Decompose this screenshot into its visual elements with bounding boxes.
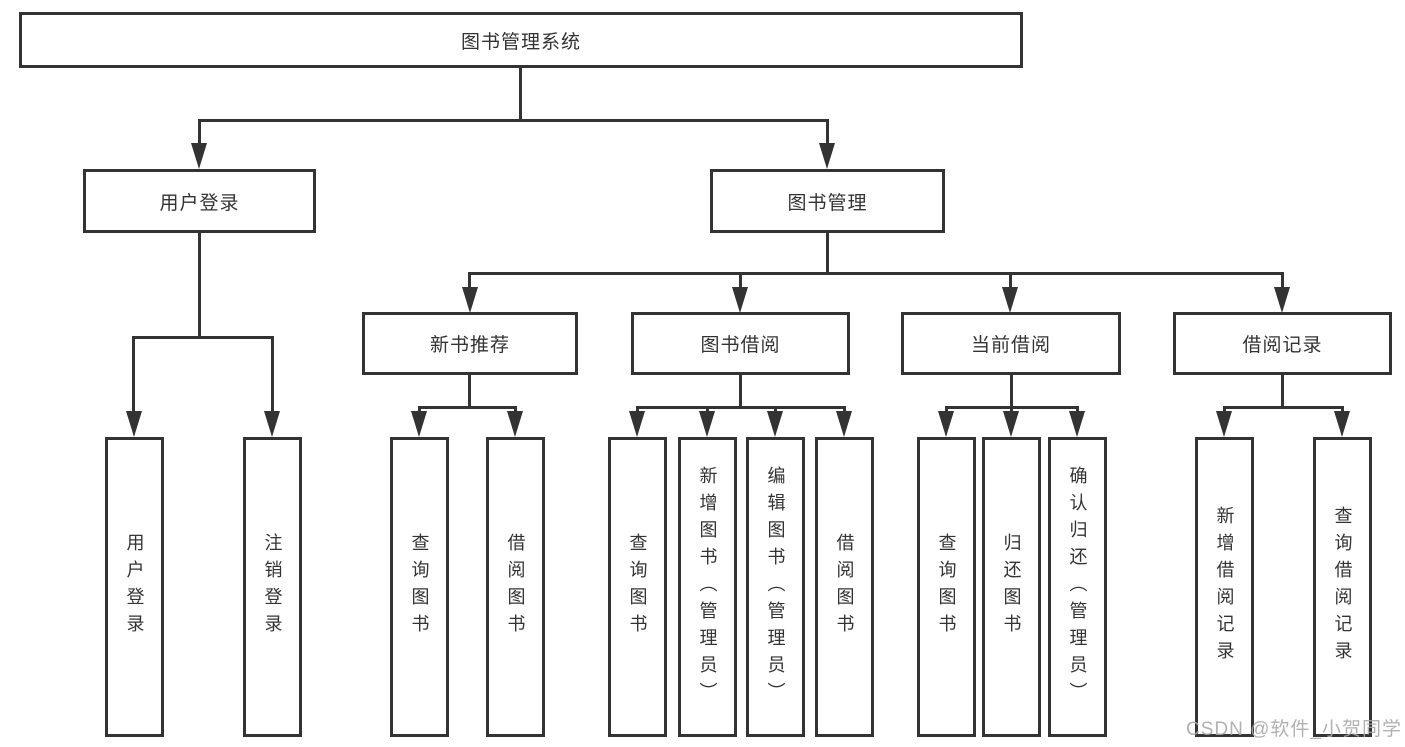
node-label: 确认归还（管理员） <box>1067 465 1088 709</box>
node-label: 图书管理 <box>787 192 868 214</box>
node-user-login: 用户登录 <box>83 169 316 233</box>
connector-line <box>198 119 201 145</box>
connector-line <box>826 119 829 145</box>
arrowhead-down <box>1334 411 1350 437</box>
leaf-logout: 注销登录 <box>243 437 302 737</box>
leaf-borrowing-query-books: 查询图书 <box>608 437 667 737</box>
connector-line <box>739 374 742 409</box>
node-current-borrowing: 当前借阅 <box>901 312 1121 375</box>
arrowhead-down <box>507 411 523 437</box>
leaf-borrowing-borrow-books: 借阅图书 <box>815 437 874 737</box>
arrowhead-down <box>264 411 280 437</box>
node-label: 查询借阅记录 <box>1332 506 1353 668</box>
arrowhead-down <box>699 411 715 437</box>
node-label: 查询图书 <box>409 533 430 641</box>
connector-line <box>1341 406 1344 414</box>
leaf-user-login: 用户登录 <box>105 437 164 737</box>
connector-line <box>1010 374 1013 409</box>
arrowhead-down <box>629 411 645 437</box>
connector-line <box>132 336 274 339</box>
node-label: 编辑图书（管理员） <box>765 465 786 709</box>
node-label: 新增借阅记录 <box>1214 506 1235 668</box>
connector-line <box>132 336 135 414</box>
arrowhead-down <box>732 287 748 313</box>
connector-line <box>198 119 828 122</box>
connector-line <box>843 406 846 414</box>
connector-line <box>636 406 846 409</box>
connector-line <box>774 406 777 414</box>
arrowhead-down <box>1069 411 1085 437</box>
leaf-borrowing-add-books-admin: 新增图书（管理员） <box>678 437 737 737</box>
leaf-records-query-record: 查询借阅记录 <box>1313 437 1372 737</box>
node-label: 当前借阅 <box>970 335 1051 356</box>
node-label: 用户登录 <box>124 533 145 641</box>
node-label: 借阅图书 <box>834 533 855 641</box>
connector-line <box>1223 406 1344 409</box>
node-library-system: 图书管理系统 <box>19 12 1023 68</box>
connector-line <box>514 406 517 414</box>
node-label: 归还图书 <box>1001 533 1022 641</box>
connector-line <box>706 406 709 414</box>
arrowhead-down <box>1002 287 1018 313</box>
node-borrowing-records: 借阅记录 <box>1173 312 1392 375</box>
arrowhead-down <box>191 143 207 169</box>
connector-line <box>418 406 421 414</box>
node-book-borrowing: 图书借阅 <box>631 312 850 375</box>
node-label: 注销登录 <box>262 533 283 641</box>
connector-line <box>636 406 639 414</box>
connector-line <box>1076 406 1079 414</box>
node-label: 查询图书 <box>936 533 957 641</box>
connector-line <box>468 272 471 290</box>
leaf-newbook-query-books: 查询图书 <box>390 437 449 737</box>
node-new-book-recommend: 新书推荐 <box>362 312 578 375</box>
connector-line <box>519 66 522 122</box>
arrowhead-down <box>1274 287 1290 313</box>
node-label: 用户登录 <box>159 192 240 214</box>
leaf-current-query-books: 查询图书 <box>917 437 976 737</box>
arrowhead-down <box>767 411 783 437</box>
arrowhead-down <box>938 411 954 437</box>
connector-line <box>1010 406 1013 414</box>
node-label: 图书管理系统 <box>460 31 581 53</box>
arrowhead-down <box>1003 411 1019 437</box>
connector-line <box>1281 374 1284 409</box>
node-label: 借阅记录 <box>1242 335 1323 356</box>
arrowhead-down <box>819 143 835 169</box>
arrowhead-down <box>126 411 142 437</box>
connector-line <box>198 232 201 338</box>
connector-line <box>468 374 471 409</box>
node-label: 新增图书（管理员） <box>697 465 718 709</box>
connector-line <box>1223 406 1226 414</box>
node-label: 查询图书 <box>627 533 648 641</box>
node-book-management: 图书管理 <box>710 169 945 233</box>
connector-line <box>468 272 1284 275</box>
node-label: 借阅图书 <box>505 533 526 641</box>
arrowhead-down <box>836 411 852 437</box>
leaf-newbook-borrow-books: 借阅图书 <box>486 437 545 737</box>
connector-line <box>1281 272 1284 290</box>
connector-line <box>1009 272 1012 290</box>
leaf-borrowing-edit-books-admin: 编辑图书（管理员） <box>746 437 805 737</box>
leaf-current-confirm-return-admin: 确认归还（管理员） <box>1048 437 1107 737</box>
node-label: 新书推荐 <box>429 335 510 356</box>
connector-line <box>826 232 829 275</box>
leaf-current-return-books: 归还图书 <box>982 437 1041 737</box>
connector-line <box>271 336 274 414</box>
node-label: 图书借阅 <box>700 335 781 356</box>
connector-line <box>418 406 517 409</box>
arrowhead-down <box>1216 411 1232 437</box>
leaf-records-add-record: 新增借阅记录 <box>1195 437 1254 737</box>
watermark: CSDN @软件_小贺同学 <box>1186 719 1402 740</box>
arrowhead-down <box>462 287 478 313</box>
connector-line <box>739 272 742 290</box>
arrowhead-down <box>411 411 427 437</box>
connector-line <box>945 406 948 414</box>
